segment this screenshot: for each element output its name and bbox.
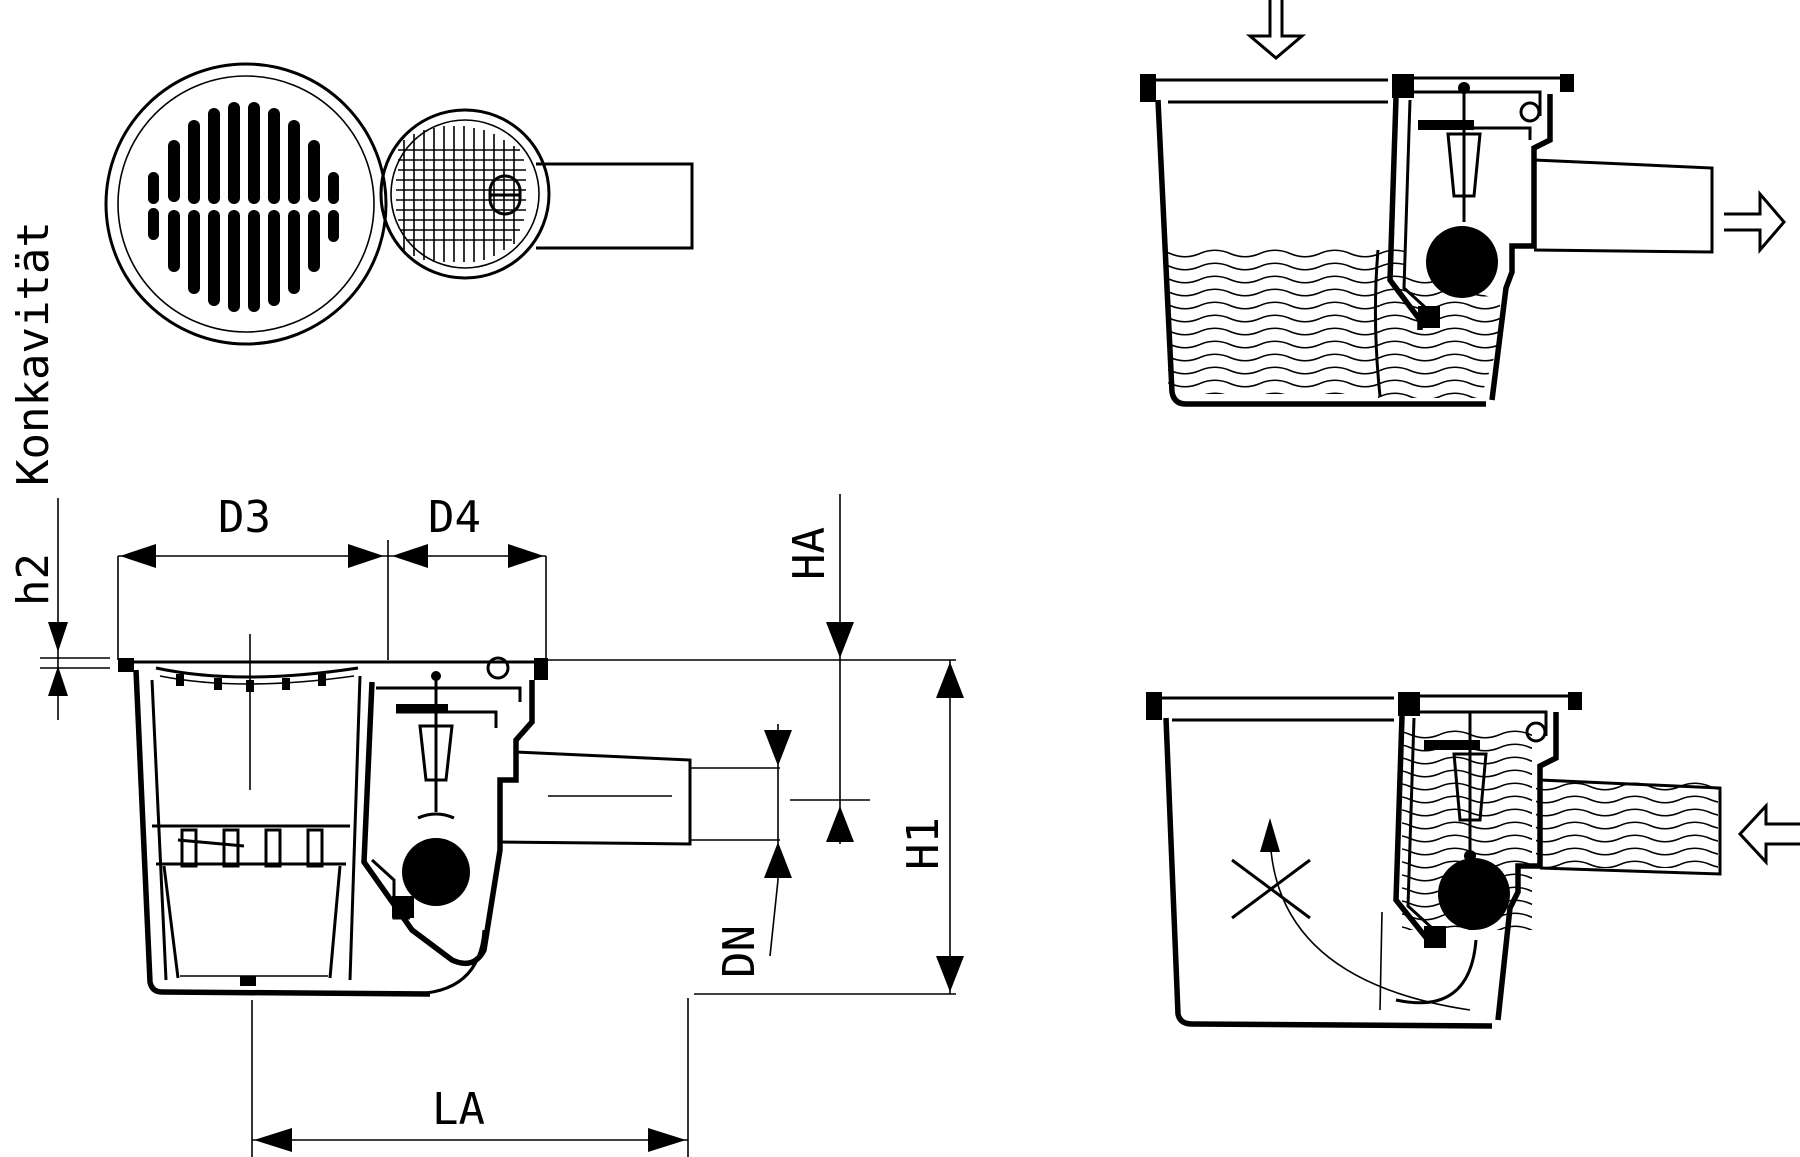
d3-d4-dimension <box>117 540 547 660</box>
outlet-pipe-plan <box>536 162 694 250</box>
section-view: h2 D3 D4 HA H1 <box>8 492 964 1157</box>
grate-slots <box>148 102 339 312</box>
h1-dimension <box>548 659 964 995</box>
backflow-arrow <box>1737 802 1800 866</box>
ha-dimension <box>790 494 870 844</box>
ha-label: HA <box>784 527 835 580</box>
small-strainer-circle <box>379 108 551 280</box>
dn-dimension <box>690 724 792 957</box>
top-view <box>104 62 694 346</box>
backflow-view <box>1146 692 1800 1029</box>
d3-label: D3 <box>218 492 271 543</box>
la-label: LA <box>432 1084 485 1135</box>
konkavitaet-label: Konkavität <box>8 221 59 486</box>
h1-label: H1 <box>898 817 949 870</box>
basket-slots <box>180 828 324 868</box>
drain-body-section <box>118 634 692 997</box>
outflow-arrow <box>1724 189 1786 255</box>
inflow-arrow <box>1245 0 1307 60</box>
d4-label: D4 <box>428 492 481 543</box>
dn-label: DN <box>714 925 765 978</box>
la-dimension <box>251 998 689 1157</box>
h2-label: h2 <box>8 553 59 606</box>
h2-dimension <box>40 498 110 720</box>
blocked-cross-marker <box>1231 818 1471 1011</box>
flow-view <box>1140 0 1786 407</box>
large-strainer-circle <box>104 62 388 346</box>
